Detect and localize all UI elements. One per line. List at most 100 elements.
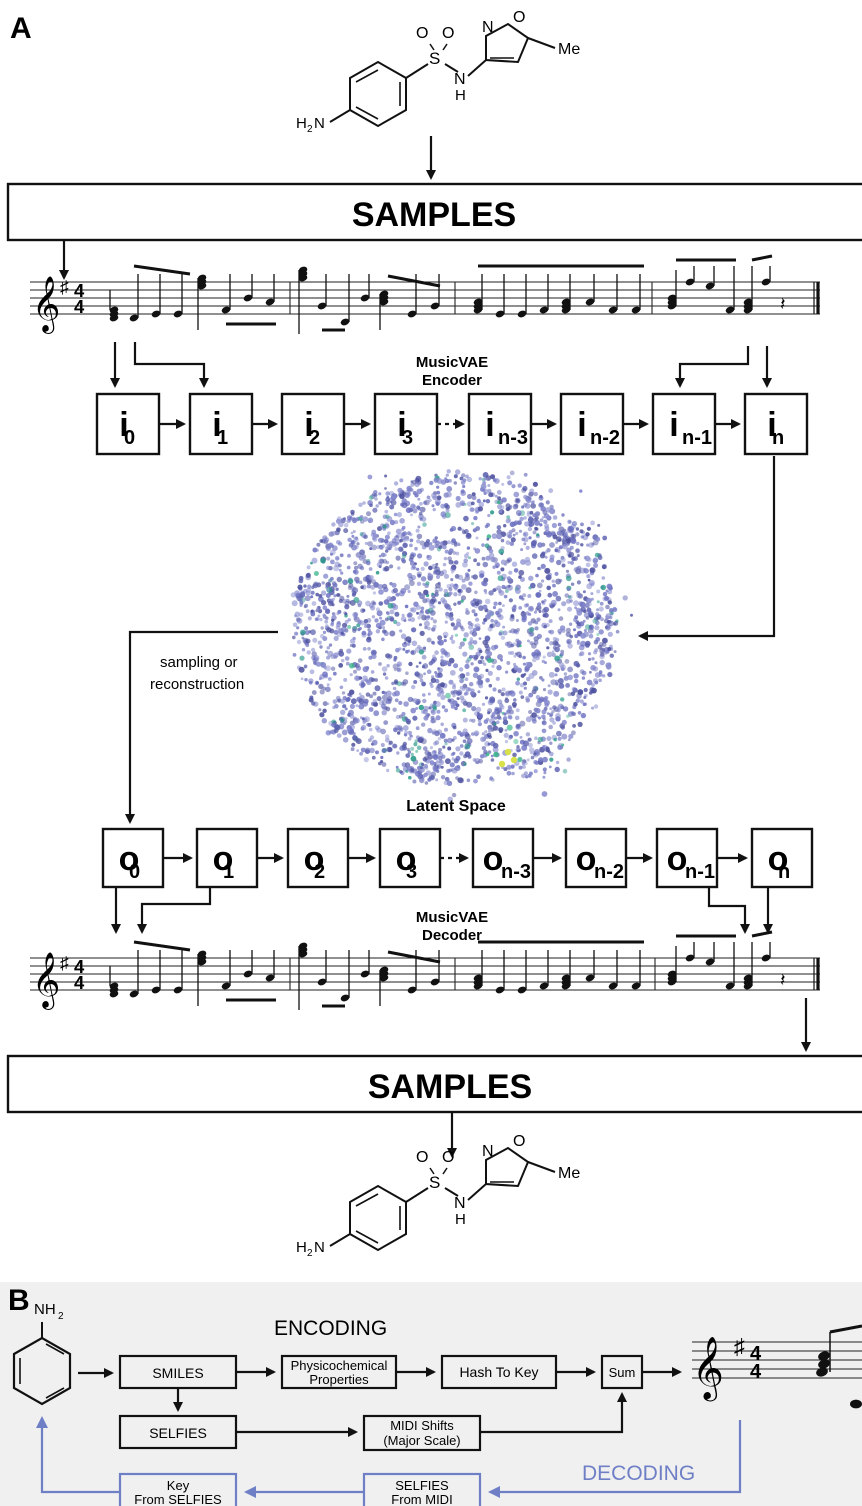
latent-point: [376, 696, 382, 702]
latent-point: [613, 621, 619, 626]
latent-point: [354, 663, 360, 668]
encoding-label: ENCODING: [274, 1317, 387, 1340]
decoder-node-subscript: n: [778, 861, 790, 883]
latent-point: [549, 542, 555, 548]
latent-point: [580, 712, 587, 719]
latent-point: [313, 655, 320, 661]
latent-point: [608, 585, 612, 589]
encoder-label-line1: MusicVAE: [416, 354, 488, 371]
decoder-node-0: [101, 827, 165, 889]
latent-point: [569, 634, 573, 639]
latent-point: [331, 530, 337, 536]
latent-point: [551, 579, 555, 583]
latent-point: [372, 691, 377, 696]
latent-point: [493, 619, 499, 624]
latent-point: [585, 597, 592, 604]
latent-point: [328, 643, 333, 647]
latent-point: [389, 630, 396, 637]
latent-point: [566, 575, 572, 582]
latent-point: [325, 650, 329, 654]
decoder-label-line2: Decoder: [422, 927, 482, 944]
latent-point: [516, 667, 522, 673]
physchem-label-line1: Physicochemical: [291, 1358, 388, 1373]
latent-point: [546, 712, 550, 715]
latent-point: [488, 548, 494, 554]
latent-point: [579, 489, 583, 493]
time-signature: 4: [74, 280, 85, 301]
latent-point: [471, 718, 476, 723]
latent-point: [539, 518, 544, 523]
ring-o-atom: O: [513, 9, 525, 26]
latent-point: [384, 539, 389, 544]
latent-point: [340, 717, 345, 723]
latent-point: [609, 615, 613, 620]
latent-point: [427, 751, 432, 756]
latent-point: [344, 601, 350, 606]
latent-point: [386, 654, 393, 660]
latent-point: [457, 777, 464, 783]
latent-point: [433, 477, 439, 483]
latent-point: [504, 698, 510, 704]
latent-point: [411, 684, 416, 690]
latent-point: [376, 727, 382, 733]
latent-point: [482, 604, 488, 610]
latent-point: [486, 732, 492, 738]
latent-point: [418, 661, 422, 665]
latent-point: [326, 655, 331, 660]
encoder-node-4: [467, 392, 533, 456]
latent-point: [426, 555, 430, 558]
latent-point: [579, 699, 584, 704]
latent-point: [395, 528, 402, 535]
latent-point: [299, 655, 305, 661]
latent-point: [343, 517, 346, 521]
latent-point: [341, 691, 346, 695]
latent-point: [380, 703, 386, 709]
latent-point: [502, 625, 506, 629]
latent-point: [466, 657, 472, 662]
latent-point: [505, 518, 511, 524]
latent-point: [397, 725, 403, 731]
latent-point: [428, 544, 435, 551]
latent-point: [366, 511, 371, 517]
latent-point: [407, 736, 412, 741]
latent-point: [547, 750, 551, 754]
note-head: [379, 298, 389, 306]
latent-point: [585, 562, 591, 568]
latent-point: [598, 678, 602, 683]
latent-point: [475, 706, 482, 713]
latent-point: [383, 720, 389, 725]
latent-point: [450, 690, 455, 695]
latent-point: [430, 771, 436, 777]
latent-point: [526, 510, 531, 515]
latent-point: [309, 680, 313, 685]
latent-point: [552, 721, 556, 725]
latent-point: [400, 616, 407, 622]
latent-point: [383, 553, 387, 557]
latent-point: [464, 663, 470, 670]
latent-point: [347, 625, 352, 629]
latent-point: [561, 563, 566, 568]
latent-point: [417, 497, 421, 501]
latent-point: [453, 541, 458, 545]
latent-point: [414, 546, 418, 551]
latent-point: [362, 516, 369, 522]
latent-point: [471, 522, 475, 526]
latent-point: [360, 608, 365, 614]
latent-point: [598, 670, 603, 674]
latent-point: [548, 765, 552, 769]
latent-point: [507, 736, 512, 740]
latent-point: [503, 712, 507, 716]
latent-point: [566, 587, 571, 592]
latent-point: [501, 482, 505, 486]
latent-point: [447, 737, 453, 744]
latent-point: [434, 671, 438, 674]
oxygen-atom-1: O: [416, 1149, 428, 1166]
latent-point: [350, 540, 355, 545]
latent-point: [416, 581, 422, 586]
latent-point: [406, 747, 410, 752]
latent-point: [362, 720, 366, 725]
latent-point: [560, 725, 565, 730]
latent-point: [461, 584, 467, 590]
note-head: [631, 982, 641, 990]
latent-point: [384, 474, 388, 478]
